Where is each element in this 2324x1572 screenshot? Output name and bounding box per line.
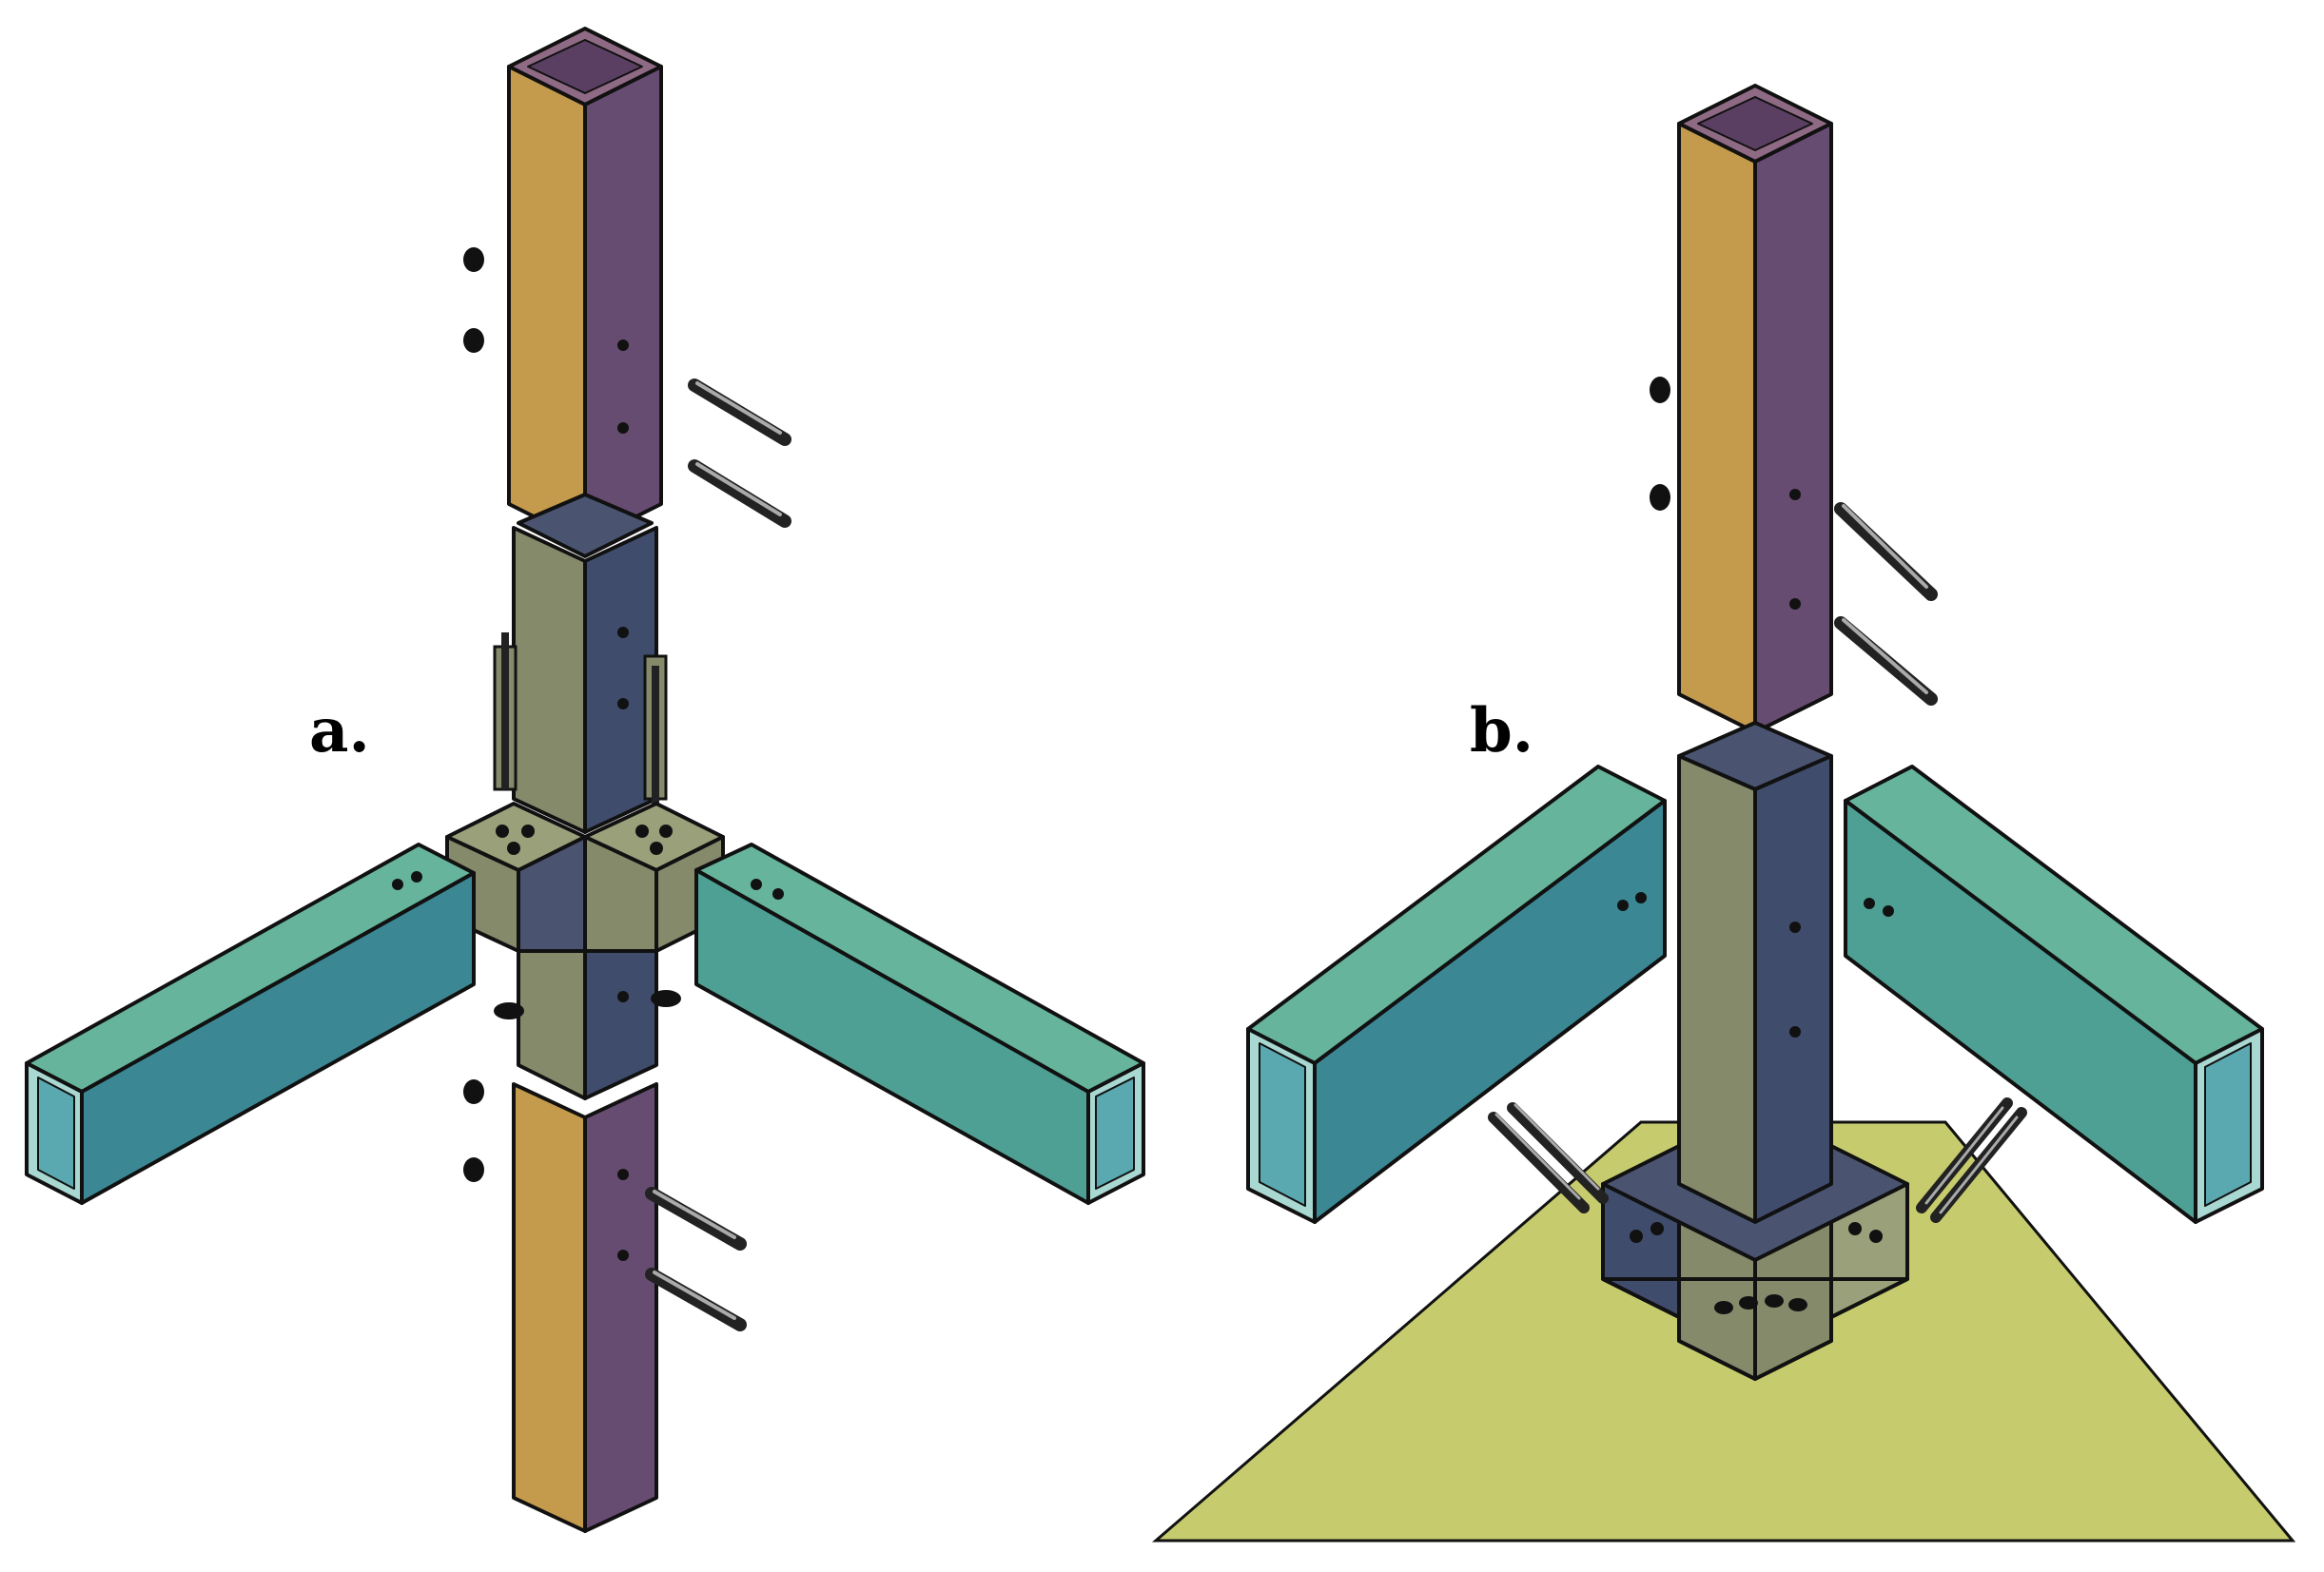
left-beam-holes-b xyxy=(1617,892,1647,911)
holes-upper-column-a xyxy=(617,340,629,434)
panel-a: a. xyxy=(25,27,1145,1533)
bolt-rods-base-highlight-b xyxy=(1494,1103,2019,1214)
left-beam-holes-a xyxy=(392,871,422,890)
holes-upper-column-b xyxy=(1789,489,1801,610)
base-socket-b xyxy=(1601,1144,1909,1381)
side-plates-a xyxy=(493,632,668,804)
bolts-lower-left-a xyxy=(463,1079,484,1182)
upper-column-a xyxy=(507,27,663,544)
right-beam-holes-a xyxy=(751,879,784,900)
bolt-rods-lower-a xyxy=(645,1187,747,1331)
connector-block-a xyxy=(445,802,725,953)
right-beam-holes-b xyxy=(1864,898,1894,917)
connector-column-b xyxy=(1677,721,1833,1224)
lower-column-a xyxy=(512,1082,658,1533)
bolt-rods-upper-highlight-a xyxy=(695,381,782,516)
bolt-rods-upper-a xyxy=(688,378,791,528)
bolt-rods-upper-highlight-b xyxy=(1842,504,1928,694)
right-beam-b xyxy=(1844,765,2264,1224)
panel-label-a: a. xyxy=(309,695,370,767)
ear-holes-a xyxy=(496,825,673,855)
bolts-upper-left-a xyxy=(463,247,484,353)
holes-connector-a xyxy=(617,627,629,709)
panel-b: b. xyxy=(1151,84,2296,1543)
panel-label-b: b. xyxy=(1470,695,1533,767)
right-beam-a xyxy=(694,843,1145,1205)
socket-holes-b xyxy=(1630,1222,1883,1243)
left-beam-b xyxy=(1246,765,1667,1224)
bolt-rods-upper-b xyxy=(1834,502,1938,706)
holes-lower-column-a xyxy=(617,1169,629,1261)
left-beam-a xyxy=(25,843,476,1205)
upper-column-b xyxy=(1677,84,1833,734)
connector-lower-a xyxy=(517,949,658,1100)
bolts-upper-left-b xyxy=(1650,377,1670,511)
anchor-bolts-b xyxy=(1714,1294,1807,1314)
bolt-rods-lower-highlight-a xyxy=(653,1190,736,1320)
connector-upper-a xyxy=(512,493,658,834)
connector-lower-bolts-a xyxy=(494,990,681,1019)
holes-connector-b xyxy=(1789,922,1801,1038)
